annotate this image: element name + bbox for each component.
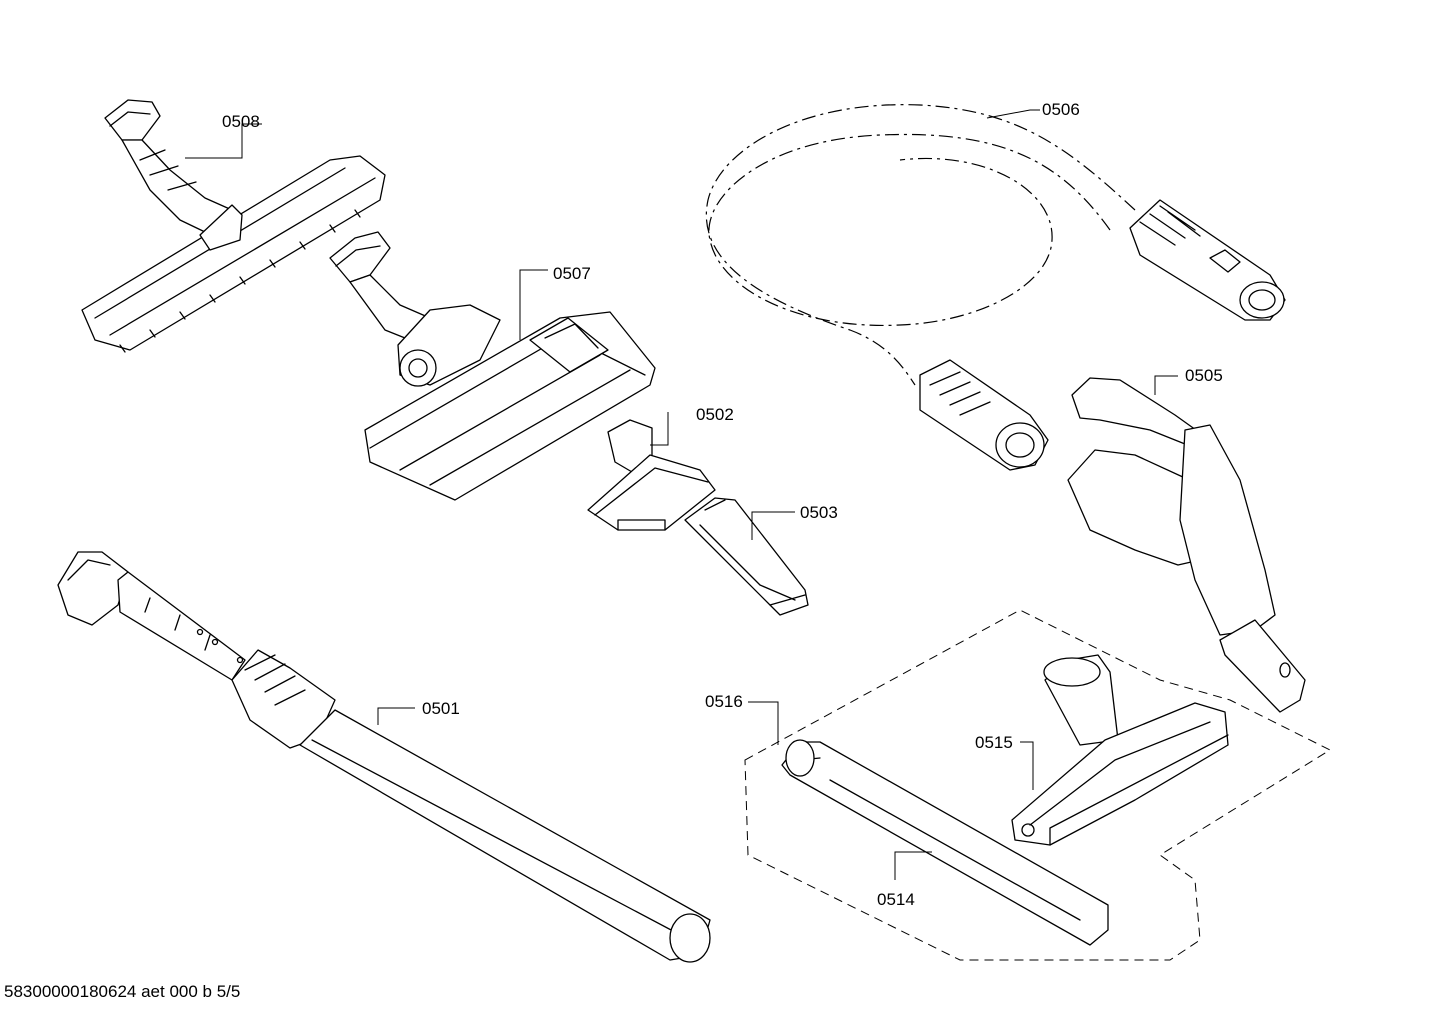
leader-lines <box>185 109 1178 880</box>
part-labels: 0508 0507 0502 0503 0506 0505 0501 0516 … <box>222 100 1223 909</box>
wide-nozzle[interactable] <box>1011 654 1229 846</box>
suction-hose[interactable] <box>705 104 1286 471</box>
telescopic-tube[interactable] <box>57 551 711 963</box>
hose-handle[interactable] <box>1067 377 1306 713</box>
floor-nozzle-parquet[interactable] <box>81 99 386 353</box>
floor-nozzle[interactable] <box>329 231 656 501</box>
label-0516: 0516 <box>705 692 743 711</box>
label-0515: 0515 <box>975 733 1013 752</box>
label-0508: 0508 <box>222 112 260 131</box>
label-0505: 0505 <box>1185 366 1223 385</box>
label-0503: 0503 <box>800 503 838 522</box>
label-0502: 0502 <box>696 405 734 424</box>
label-0501: 0501 <box>422 699 460 718</box>
upholstery-nozzle[interactable] <box>587 419 716 531</box>
crevice-nozzle[interactable] <box>684 497 809 616</box>
long-nozzle[interactable] <box>781 739 1109 946</box>
label-0514: 0514 <box>877 890 915 909</box>
drawing-reference: 58300000180624 aet 000 b 5/5 <box>4 982 241 1001</box>
label-0507: 0507 <box>553 264 591 283</box>
label-0506: 0506 <box>1042 100 1080 119</box>
accessory-set-outline <box>744 609 1332 961</box>
